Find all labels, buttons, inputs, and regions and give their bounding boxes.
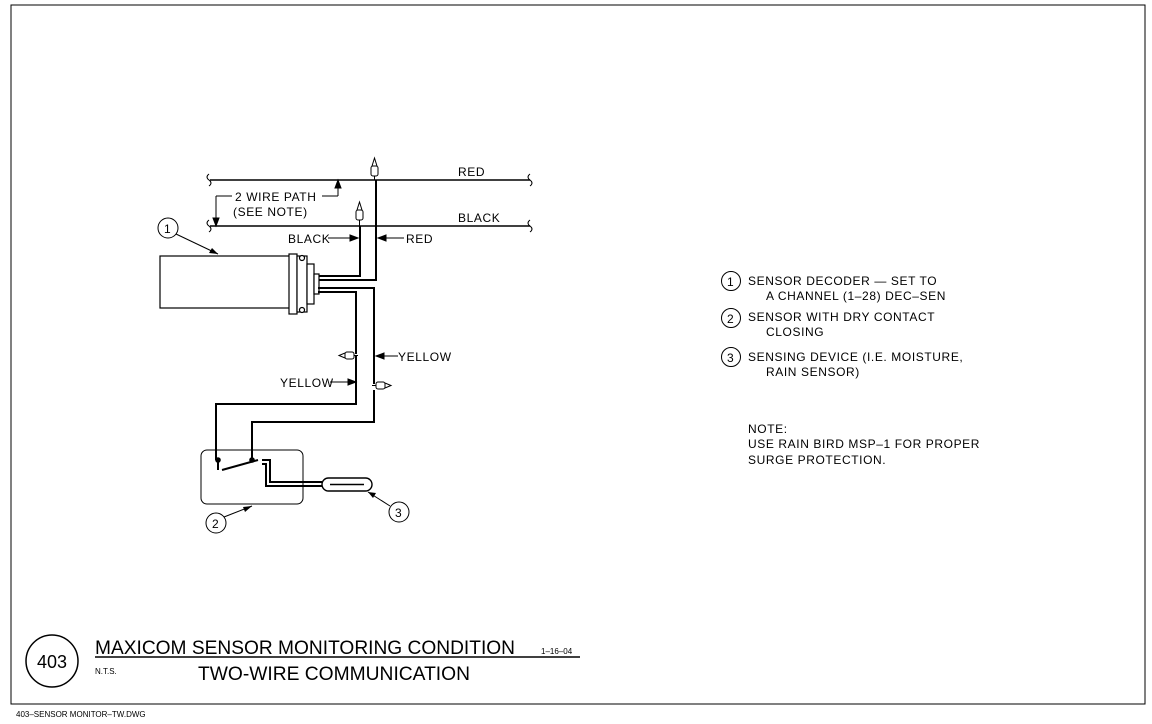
legend-item-2: 2 SENSOR WITH DRY CONTACT CLOSING: [721, 308, 935, 339]
wire-path-label-line2: (SEE NOTE): [233, 205, 308, 219]
note-line-2: SURGE PROTECTION.: [748, 453, 886, 467]
wire-connector-black: [355, 200, 364, 226]
two-wire-path: [206, 173, 533, 233]
red-pointer: [376, 234, 404, 242]
yellow-pointer-right: [374, 352, 398, 360]
svg-text:2: 2: [212, 517, 219, 531]
wire-path-label-line1: 2 WIRE PATH: [235, 190, 317, 204]
callout-2: 2: [205, 505, 253, 534]
svg-text:2: 2: [727, 312, 734, 326]
drawing-title: MAXICOM SENSOR MONITORING CONDITION: [95, 638, 515, 659]
detail-number: 403: [37, 652, 67, 672]
drawing-filename: 403–SENSOR MONITOR–TW.DWG: [16, 710, 146, 719]
sensor-enclosure: [200, 449, 304, 505]
callout-1: 1: [157, 217, 219, 255]
wire-break-left-top: [206, 173, 212, 187]
detail-number-circle: [25, 634, 79, 688]
callout-3: 3: [367, 491, 410, 523]
sensing-device-probe: [321, 477, 373, 492]
svg-text:SENSOR WITH DRY CONTACT: SENSOR WITH DRY CONTACT: [748, 310, 935, 324]
legend-item-3: 3 SENSING DEVICE (I.E. MOISTURE, RAIN SE…: [721, 347, 963, 379]
yellow-label-right: YELLOW: [398, 350, 452, 364]
decoder-body: [159, 255, 291, 309]
svg-text:3: 3: [727, 351, 734, 365]
wire-connector-red: [370, 156, 379, 180]
black-pointer: [328, 234, 360, 242]
yellow-pointer-left: [330, 378, 358, 386]
title-block: 403 MAXICOM SENSOR MONITORING CONDITION …: [16, 634, 580, 719]
decoder-drop-wires: [318, 180, 377, 281]
svg-text:SENSING DEVICE (I.E. MOISTURE,: SENSING DEVICE (I.E. MOISTURE,: [748, 350, 963, 364]
wire-break-right-top: [527, 173, 533, 187]
note-heading: NOTE:: [748, 422, 788, 436]
svg-text:CLOSING: CLOSING: [766, 325, 824, 339]
black-wire-label: BLACK: [458, 211, 500, 225]
red-drop-label: RED: [406, 232, 433, 246]
drawing-scale: N.T.S.: [95, 667, 117, 676]
wire-break-left-bottom: [206, 219, 212, 233]
dry-contact-sensor: [200, 449, 322, 505]
black-drop-label: BLACK: [288, 232, 330, 246]
svg-text:A CHANNEL (1–28) DEC–SEN: A CHANNEL (1–28) DEC–SEN: [766, 289, 946, 303]
note-line-1: USE RAIN BIRD MSP–1 FOR PROPER: [748, 437, 980, 451]
drawing-date: 1–16–04: [541, 647, 573, 656]
yellow-connector-upper: [337, 351, 358, 360]
wire-path-dimension: [212, 178, 342, 228]
sensor-decoder: [159, 253, 320, 315]
legend-item-1: 1 SENSOR DECODER — SET TO A CHANNEL (1–2…: [721, 271, 946, 303]
decoder-flange: [288, 253, 298, 315]
svg-text:RAIN SENSOR): RAIN SENSOR): [766, 365, 860, 379]
sheet-border: [10, 4, 1146, 705]
note: NOTE: USE RAIN BIRD MSP–1 FOR PROPER SUR…: [748, 422, 980, 467]
legend: 1 SENSOR DECODER — SET TO A CHANNEL (1–2…: [721, 271, 963, 379]
yellow-connector-lower: [372, 381, 393, 390]
drawing-subtitle: TWO-WIRE COMMUNICATION: [198, 664, 470, 685]
yellow-continuation-wire: [251, 390, 375, 460]
wire-break-right-bottom: [527, 219, 533, 233]
svg-text:3: 3: [395, 506, 402, 520]
svg-text:1: 1: [164, 222, 171, 236]
svg-text:1: 1: [727, 275, 734, 289]
yellow-label-left: YELLOW: [280, 376, 334, 390]
red-wire-label: RED: [458, 165, 485, 179]
svg-text:SENSOR DECODER — SET TO: SENSOR DECODER — SET TO: [748, 274, 937, 288]
yellow-wires: [215, 287, 375, 460]
